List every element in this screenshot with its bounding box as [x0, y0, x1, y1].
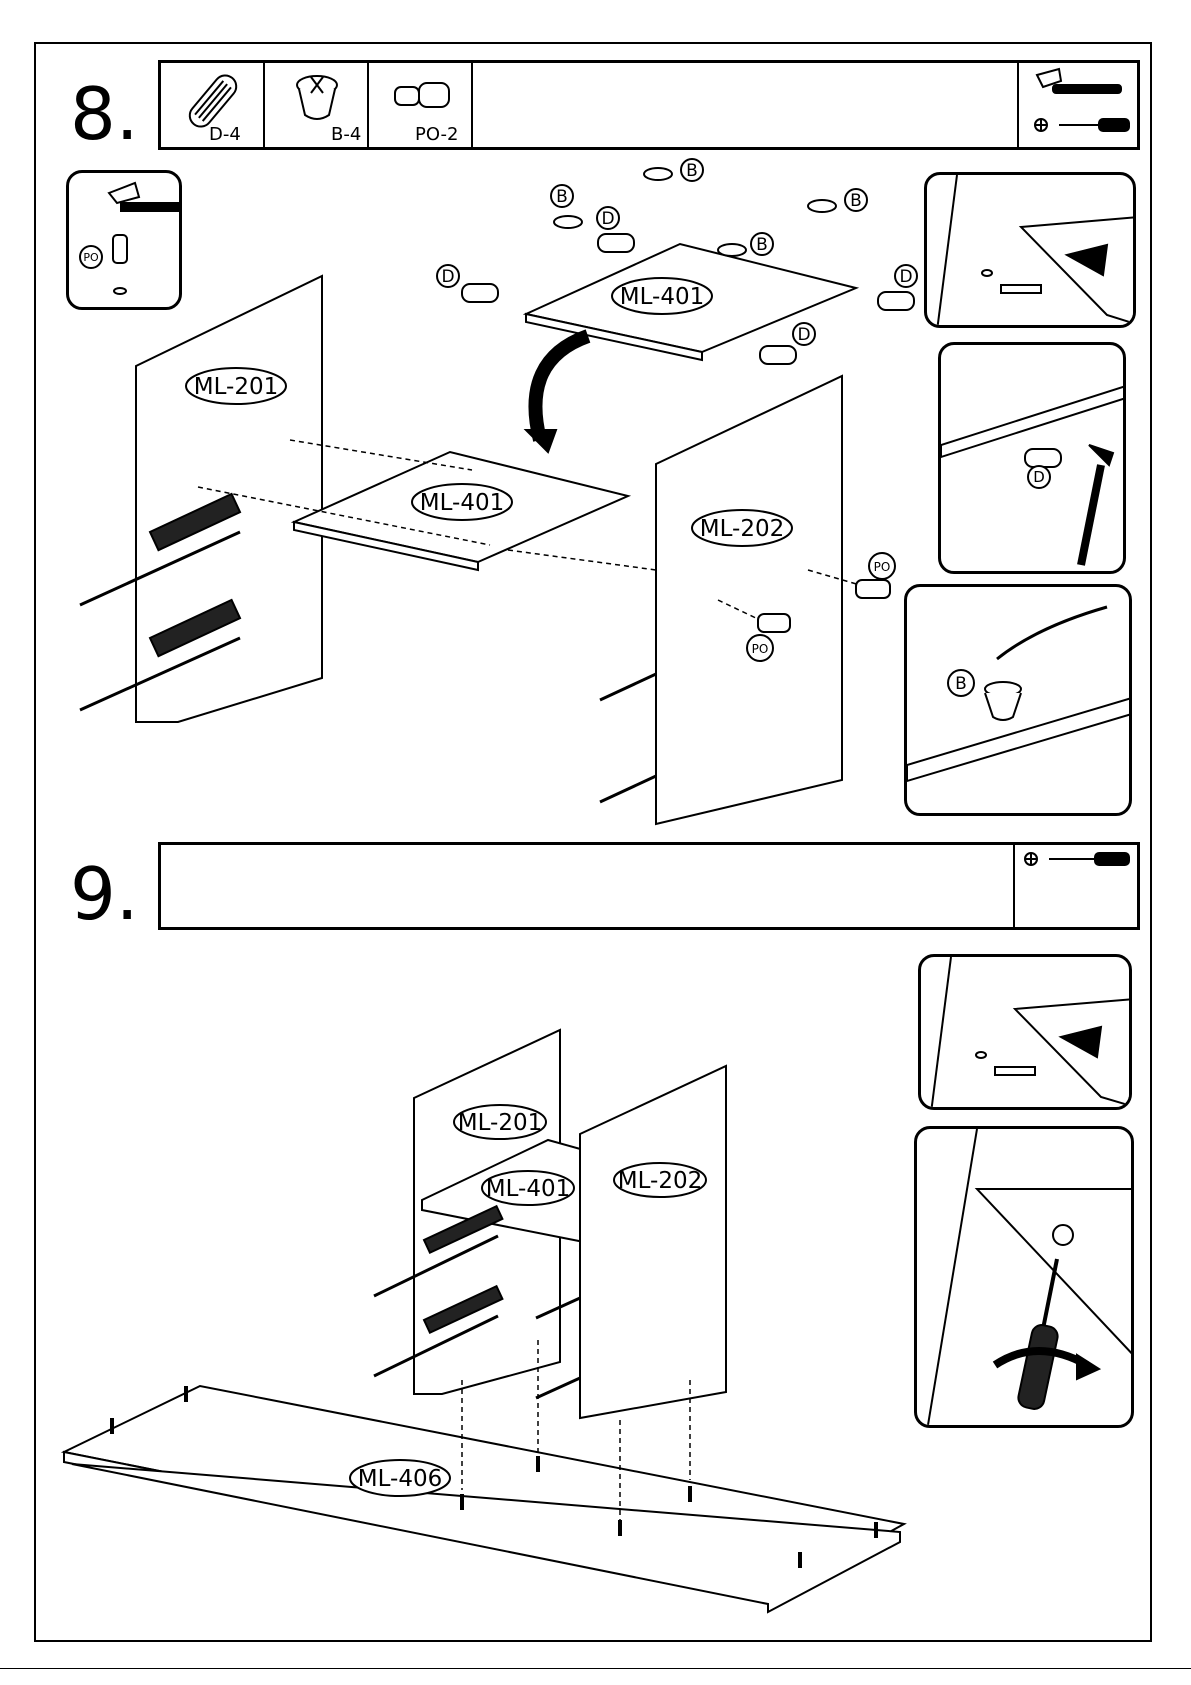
inset-screwdriver-tighten	[914, 1126, 1134, 1428]
panel-ml-202-9	[580, 1066, 726, 1418]
label-ml-202-9: ML-202	[618, 1168, 702, 1194]
inset-dowel-insert-9	[918, 954, 1132, 1110]
label-ml-201-9: ML-201	[458, 1110, 542, 1136]
page-footer-rule	[0, 1668, 1191, 1669]
label-ml-406: ML-406	[358, 1466, 442, 1492]
label-ml-401-9: ML-401	[486, 1176, 570, 1202]
